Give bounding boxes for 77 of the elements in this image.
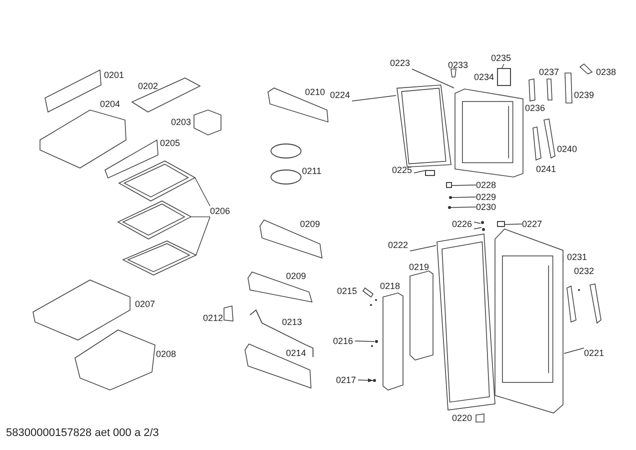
callout-number: 0226	[452, 219, 472, 230]
callout-number: 0218	[380, 281, 400, 292]
door-gasket-drawing	[436, 233, 496, 411]
shelf-drawing	[122, 240, 197, 276]
callout-number: 0227	[522, 219, 542, 230]
screw-drawing	[374, 340, 378, 342]
leader-line	[504, 224, 522, 225]
part-drawing	[425, 170, 435, 176]
callout-number: 0213	[282, 317, 302, 328]
leader-line	[474, 227, 482, 230]
callout-number: 0239	[574, 90, 594, 101]
callout-number: 0209	[300, 219, 320, 230]
callout-number: 0204	[100, 99, 120, 110]
callout-number: 0234	[474, 72, 494, 83]
leader-line	[354, 340, 375, 342]
callout-number: 0223	[390, 58, 410, 69]
callout-number: 0203	[171, 117, 192, 128]
leader-line	[414, 170, 426, 174]
leader-line	[194, 177, 210, 206]
callout-number: 0221	[584, 348, 604, 359]
door-drawing	[454, 88, 524, 178]
callout-number: 0217	[336, 375, 356, 386]
leader-line	[451, 196, 476, 198]
callout-number: 0215	[337, 286, 358, 297]
leader-line	[410, 245, 436, 252]
callout-number: 0214	[286, 348, 306, 359]
callout-number: 0233	[448, 60, 468, 71]
part-drawing	[497, 68, 511, 86]
callout-number: 0236	[525, 103, 546, 114]
leader-line	[196, 216, 210, 256]
callout-number: 0210	[305, 87, 326, 98]
screw-drawing	[482, 228, 484, 230]
callout-number: 0216	[333, 336, 354, 347]
door-gasket-drawing	[396, 84, 452, 168]
part-drawing	[497, 221, 505, 227]
leader-line	[564, 348, 584, 354]
callout-number: 0205	[160, 138, 180, 149]
callout-number: 0212	[203, 313, 224, 324]
callout-number: 0225	[392, 165, 412, 176]
leader-line	[474, 222, 481, 224]
part-drawing	[446, 182, 452, 188]
callout-number: 0230	[476, 202, 496, 213]
callout-number: 0209	[286, 271, 306, 282]
callout-number: 0219	[409, 262, 430, 273]
callout-number: 0206	[210, 206, 230, 217]
leader-line	[190, 216, 210, 218]
leader-line	[358, 378, 374, 382]
callout-number: 0202	[138, 81, 158, 92]
leader-line	[452, 184, 476, 186]
callout-number: 0222	[388, 240, 408, 251]
door-drawing	[494, 228, 564, 414]
callout-number: 0207	[135, 299, 156, 310]
screw-drawing	[373, 378, 376, 382]
leader-line	[352, 95, 396, 102]
callout-number: 0228	[476, 180, 496, 191]
callout-number: 0237	[539, 67, 560, 78]
callout-number: 0211	[302, 166, 322, 177]
document-number: 58300000157828 aet 000 a 2/3	[6, 427, 159, 440]
shelf-drawing	[118, 160, 196, 202]
callout-number: 0240	[557, 144, 578, 155]
callout-number: 0232	[574, 266, 594, 277]
callout-number: 0220	[452, 413, 472, 424]
shelf-drawing	[117, 200, 192, 240]
callout-number: 0201	[104, 70, 124, 81]
callout-number: 0241	[536, 164, 556, 175]
screw-drawing	[448, 206, 450, 208]
callout-number: 0224	[330, 90, 350, 101]
callout-number: 0229	[476, 192, 496, 203]
screw-drawing	[448, 196, 452, 198]
callout-number: 0235	[491, 53, 512, 64]
callout-number: 0238	[596, 67, 616, 78]
leader-line	[502, 64, 504, 68]
leader-line	[412, 68, 454, 88]
callout-number: 0231	[567, 252, 588, 263]
leader-line	[450, 206, 476, 208]
screw-drawing	[480, 220, 484, 224]
callout-number: 0208	[156, 349, 176, 360]
